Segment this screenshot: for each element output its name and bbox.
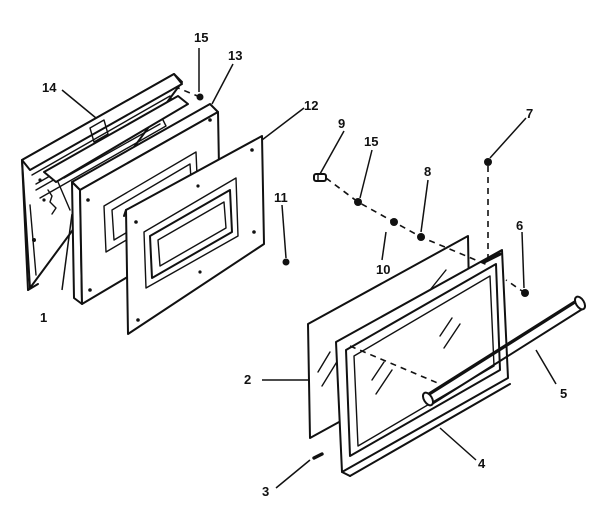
part-4-outer-frame bbox=[335, 249, 511, 477]
clip-9 bbox=[313, 173, 327, 182]
callout-7: 7 bbox=[526, 106, 533, 121]
part-1-insulation bbox=[43, 95, 189, 215]
callout-1: 1 bbox=[40, 310, 47, 325]
callout-15-mid: 15 bbox=[364, 134, 378, 149]
part-12-window-frame bbox=[123, 135, 265, 335]
callout-13: 13 bbox=[228, 48, 242, 63]
callout-6: 6 bbox=[516, 218, 523, 233]
callout-11: 11 bbox=[274, 190, 288, 205]
assembly-lines bbox=[177, 87, 526, 385]
callout-15-top: 15 bbox=[194, 30, 208, 45]
leader-lines bbox=[61, 48, 557, 489]
callout-labels: 15 13 14 12 9 15 7 8 11 6 10 1 2 5 4 3 bbox=[40, 30, 567, 499]
callout-10: 10 bbox=[376, 262, 390, 277]
part-5-handle bbox=[421, 295, 587, 407]
callout-9: 9 bbox=[338, 116, 345, 131]
callout-12: 12 bbox=[304, 98, 318, 113]
callout-4: 4 bbox=[478, 456, 486, 471]
callout-14: 14 bbox=[42, 80, 57, 95]
callout-5: 5 bbox=[560, 386, 567, 401]
screw-11 bbox=[282, 258, 290, 266]
callout-2: 2 bbox=[244, 372, 251, 387]
clip-3 bbox=[312, 452, 324, 460]
callout-8: 8 bbox=[424, 164, 431, 179]
callout-3: 3 bbox=[262, 484, 269, 499]
screw-7 bbox=[484, 158, 492, 166]
